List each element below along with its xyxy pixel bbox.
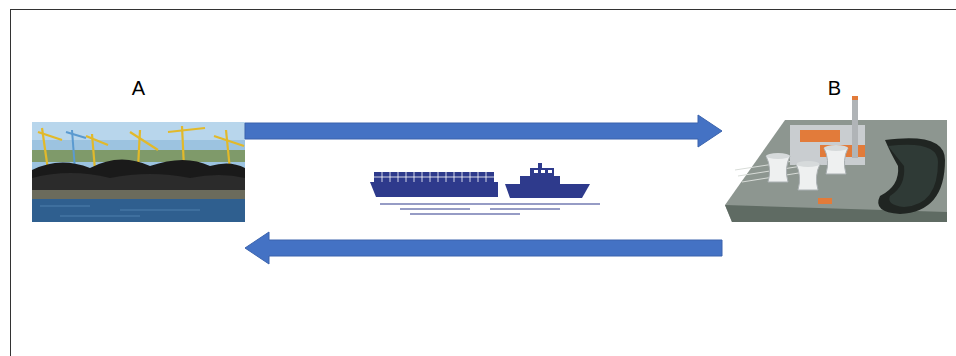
flow-arrow [245,232,722,264]
power-plant [725,96,947,222]
frame [10,9,956,356]
picture-node: A [32,76,245,266]
node-letter: A [32,76,245,100]
flow-arrow [245,115,722,147]
barge-and-tug [370,163,600,214]
port-photo [32,122,245,222]
node-letter: B [722,76,947,100]
picture-node: B [722,76,947,266]
